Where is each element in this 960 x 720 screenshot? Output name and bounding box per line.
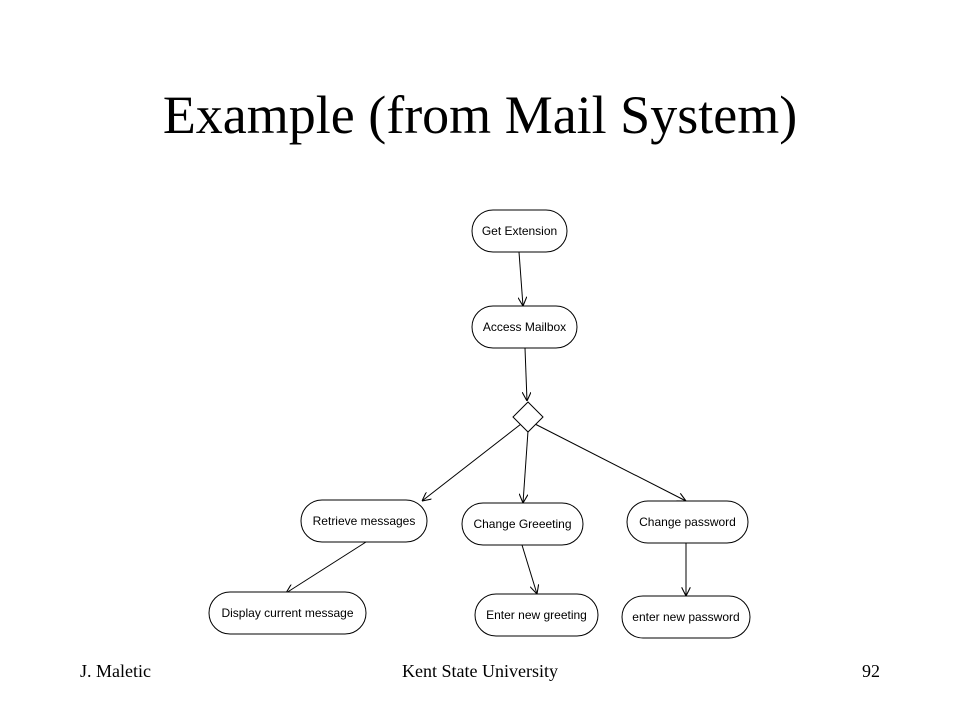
footer-page-number: 92 xyxy=(862,661,880,681)
footer-author: J. Maletic xyxy=(80,661,151,681)
transition-change-greeting-to-enter-new-greeting xyxy=(521,544,537,594)
node-change-password: Change password xyxy=(626,500,749,544)
slide-title: Example (from Mail System) xyxy=(162,85,798,145)
node-enter-new-password: enter new password xyxy=(621,595,751,639)
transition-decision-to-retrieve-messages xyxy=(422,423,522,501)
node-access-mailbox-label: Access Mailbox xyxy=(483,320,566,334)
transition-access-mailbox-to-decision xyxy=(525,347,527,401)
transition-retrieve-messages-to-display-current-message xyxy=(286,541,367,593)
transition-decision-to-change-password xyxy=(534,423,686,501)
node-change-greeting-label: Change Greeeting xyxy=(473,517,571,531)
node-retrieve-messages-label: Retrieve messages xyxy=(313,514,416,528)
node-display-current-message: Display current message xyxy=(208,591,367,635)
node-access-mailbox: Access Mailbox xyxy=(471,305,578,349)
node-get-extension: Get Extension xyxy=(471,209,568,253)
footer-institution: Kent State University xyxy=(402,661,558,681)
node-enter-new-greeting-label: Enter new greeting xyxy=(486,608,587,622)
node-display-current-message-label: Display current message xyxy=(221,606,353,620)
node-change-password-label: Change password xyxy=(639,515,736,529)
node-retrieve-messages: Retrieve messages xyxy=(300,499,428,543)
transitions xyxy=(286,251,686,596)
transition-get-extension-to-access-mailbox xyxy=(519,251,523,306)
node-get-extension-label: Get Extension xyxy=(482,224,557,238)
transition-decision-to-change-greeting xyxy=(523,430,529,503)
node-enter-new-greeting: Enter new greeting xyxy=(474,593,599,637)
decision-diamond xyxy=(512,401,544,433)
node-change-greeting: Change Greeeting xyxy=(461,502,584,546)
node-enter-new-password-label: enter new password xyxy=(632,610,739,624)
